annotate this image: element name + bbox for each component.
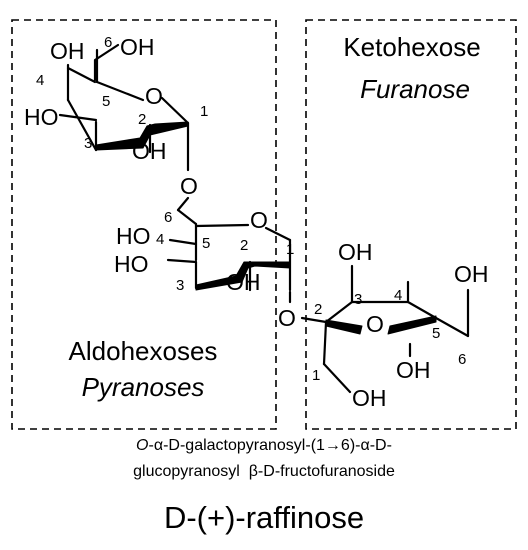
furanose-title: Furanose [360,74,470,104]
ho-label: HO [114,251,149,277]
oh-label: OH [454,261,489,287]
carbon-number: 6 [104,34,112,51]
ketohexose-box [305,19,517,430]
carbon-number: 5 [432,325,440,342]
carbon-number: 3 [84,135,92,152]
ring-oxygen-label: O [250,207,268,233]
carbon-number: 2 [240,237,248,254]
oh-label: OH [352,385,387,411]
carbon-number: 2 [314,301,322,318]
ketohexose-title: Ketohexose [343,32,480,62]
linker-oxygen-label: O [180,173,198,199]
systematic-name-line2: glucopyranosyl β-D-fructofuranoside [133,463,395,480]
oh-label: OH [396,357,431,383]
oh-label: OH [226,269,261,295]
oh-label: OH [338,239,373,265]
glucose-ring: 6 O HO 4 5 2 1 HO 3 OH [114,207,294,295]
carbon-number: 6 [164,209,172,226]
carbon-number: 5 [202,235,210,252]
carbon-number: 3 [354,291,362,308]
ring-oxygen-label: O [366,311,384,337]
systematic-name-line1: O-α-D-galactopyranosyl-(1→6)-α-D- [136,437,392,454]
carbon-number: 4 [394,287,402,304]
carbon-number: 1 [312,367,320,384]
galactose-ring: OH 6 OH 4 5 O HO 2 1 3 OH [24,34,208,172]
carbon-number: 6 [458,351,466,368]
aldohexoses-title: Aldohexoses [69,336,218,366]
carbon-number: 3 [176,277,184,294]
pyranoses-title: Pyranoses [82,372,205,402]
carbon-number: 1 [200,103,208,120]
carbon-number: 4 [156,231,164,248]
carbon-number: 2 [138,111,146,128]
carbon-number: 5 [102,93,110,110]
oh-label: OH [120,34,155,60]
aldohexose-box [11,19,277,430]
carbon-number: 1 [286,241,294,258]
compound-name: D-(+)-raffinose [164,500,364,535]
fructose-ring: OH OH 3 4 2 O 5 6 OH 1 OH [312,239,489,411]
oh-label: OH [132,138,167,164]
ho-label: HO [24,104,59,130]
ring-oxygen-label: O [145,83,163,109]
oh-label: OH [50,38,85,64]
ho-label: HO [116,223,151,249]
carbon-number: 4 [36,72,44,89]
glycosidic-oxygen-label: O [278,305,296,331]
